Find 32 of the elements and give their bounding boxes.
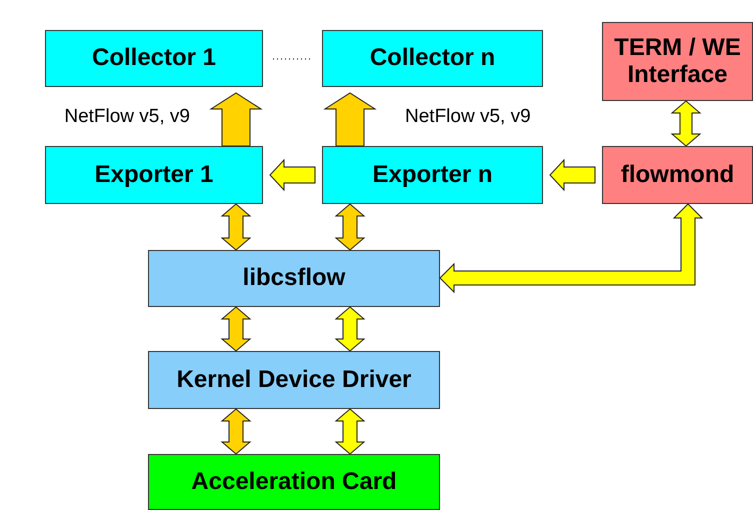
process-box xyxy=(148,454,440,510)
block-arrow xyxy=(334,408,366,455)
box-label: Exporter n xyxy=(372,162,493,188)
block-arrow xyxy=(209,92,263,146)
box-label: Acceleration Card xyxy=(191,468,397,496)
block-arrow xyxy=(220,408,252,455)
box-label: Collector 1 xyxy=(92,45,216,72)
protocol-label: NetFlow v5, v9 xyxy=(64,106,190,128)
block-arrow xyxy=(220,306,252,352)
block-arrow xyxy=(334,306,366,352)
process-box xyxy=(45,30,263,87)
box-label: Kernel Device Driver xyxy=(176,366,412,394)
process-box xyxy=(45,146,263,204)
process-box xyxy=(602,146,753,204)
process-box xyxy=(148,351,440,409)
process-box xyxy=(148,250,440,307)
box-label: Collector n xyxy=(370,45,496,72)
box-label: libcsflow xyxy=(242,265,346,292)
block-arrow xyxy=(439,203,704,294)
block-arrow xyxy=(323,92,377,146)
box-label: TERM / WE Interface xyxy=(613,35,742,88)
process-box xyxy=(322,146,543,204)
block-arrow xyxy=(670,100,702,147)
process-box xyxy=(602,22,753,101)
block-arrow xyxy=(549,158,596,192)
process-box xyxy=(322,30,543,87)
block-arrow xyxy=(220,203,252,251)
box-label: Exporter 1 xyxy=(94,162,214,188)
protocol-label: NetFlow v5, v9 xyxy=(405,106,531,128)
block-arrow xyxy=(334,203,366,251)
block-arrow xyxy=(269,158,316,192)
box-label: flowmond xyxy=(620,162,734,188)
